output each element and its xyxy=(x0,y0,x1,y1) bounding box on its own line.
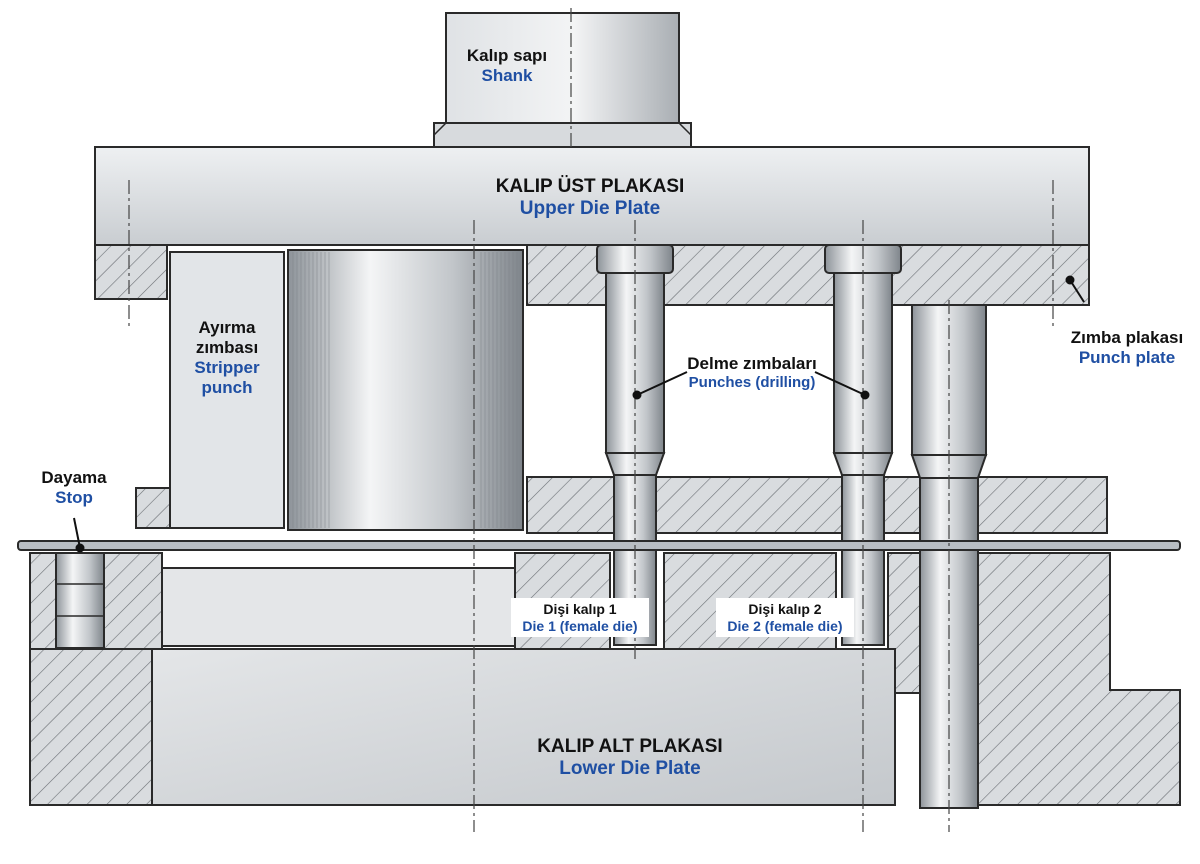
shank-label: Kalıp sapı Shank xyxy=(452,46,562,86)
shank xyxy=(433,12,692,148)
upper-plate-label: KALIP ÜST PLAKASI Upper Die Plate xyxy=(440,176,740,221)
punches-label-tr: Delme zımbaları xyxy=(687,354,817,373)
stripper-punch-label-en2: punch xyxy=(201,378,253,398)
leader-lines xyxy=(73,275,1085,553)
punch-plate-label-tr: Zımba plakası xyxy=(1070,328,1184,347)
punch-plate-label-en: Punch plate xyxy=(1078,348,1176,368)
shank-label-en: Shank xyxy=(481,66,533,86)
lower-plate-label: KALIP ALT PLAKASI Lower Die Plate xyxy=(480,736,780,781)
die1-label-tr: Dişi kalıp 1 xyxy=(543,601,617,617)
stripper-punch-label-tr1: Ayırma xyxy=(198,318,256,337)
punches-label-en: Punches (drilling) xyxy=(688,374,816,392)
stop-label: Dayama Stop xyxy=(28,468,120,508)
lower-die-plate xyxy=(29,648,896,806)
die2-label: Dişi kalıp 2 Die 2 (female die) xyxy=(716,598,854,638)
stop-pin xyxy=(55,552,105,649)
stripper-punch-label-tr2: zımbası xyxy=(195,338,259,358)
stripper-punch-label-en1: Stripper xyxy=(194,358,260,378)
lower-plate-label-tr: KALIP ALT PLAKASI xyxy=(537,736,723,757)
center-lines xyxy=(128,8,1054,832)
die2-label-en: Die 2 (female die) xyxy=(727,617,843,634)
upper-die-plate xyxy=(94,146,1090,246)
upper-plate-label-en: Upper Die Plate xyxy=(519,198,661,220)
large-cylinder xyxy=(287,249,524,531)
punch-plate-label: Zımba plakası Punch plate xyxy=(1054,328,1200,368)
die1-label: Dişi kalıp 1 Die 1 (female die) xyxy=(511,598,649,638)
stop-label-tr: Dayama xyxy=(41,468,107,487)
sheet-strip xyxy=(17,540,1181,551)
stripper-punch-block xyxy=(169,251,285,529)
punches-label: Delme zımbaları Punches (drilling) xyxy=(670,354,834,392)
guide-block xyxy=(161,567,516,647)
upper-plate-label-tr: KALIP ÜST PLAKASI xyxy=(495,176,685,197)
stripper-punch-label: Ayırma zımbası Stripper punch xyxy=(172,318,282,398)
shank-label-tr: Kalıp sapı xyxy=(466,46,548,65)
die2-label-tr: Dişi kalıp 2 xyxy=(748,601,822,617)
lower-plate-label-en: Lower Die Plate xyxy=(559,758,701,780)
stop-label-en: Stop xyxy=(55,488,93,508)
die1-label-en: Die 1 (female die) xyxy=(522,617,638,634)
